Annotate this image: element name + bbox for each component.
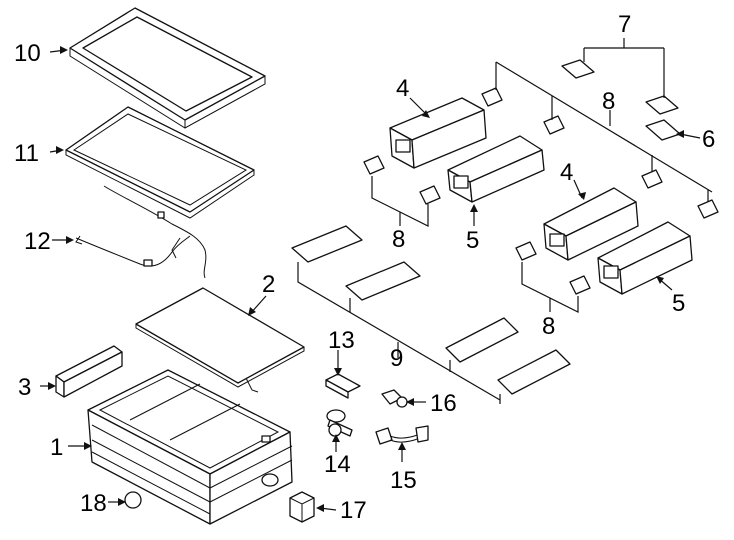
callout-16: 16	[430, 390, 457, 417]
part-2-cover-plate	[135, 287, 305, 393]
part-6-shim	[645, 119, 681, 141]
part-7-strips	[561, 59, 679, 115]
part-13-clip	[325, 373, 361, 399]
part-10-cover-frame	[69, 7, 266, 129]
callout-8-left: 8	[392, 226, 405, 253]
callout-12: 12	[24, 228, 51, 255]
part-18-plug	[124, 491, 142, 509]
part-16-small-connector	[381, 389, 408, 408]
callout-18: 18	[80, 490, 107, 517]
part-4-battery-module-upper	[389, 97, 487, 169]
callout-1: 1	[50, 434, 63, 461]
arrowheads	[48, 46, 684, 512]
callout-3: 3	[18, 374, 31, 401]
callout-11: 11	[14, 140, 39, 167]
callout-10: 10	[14, 40, 41, 67]
callout-17: 17	[340, 497, 367, 524]
part-14-sensor	[326, 409, 353, 437]
callout-5-lower: 5	[672, 290, 685, 317]
part-5-battery-module-lower	[597, 221, 693, 295]
callout-labels: 10 11 12 3 2 1 18 13 14 16 15 17 9 8 8 8…	[14, 11, 715, 524]
part-12-wiring-harness	[75, 185, 207, 279]
part-1-battery-tray	[87, 369, 293, 525]
callout-4-upper: 4	[396, 75, 409, 102]
part-9-sheets	[291, 225, 571, 395]
part-11-seal-gasket	[65, 106, 255, 219]
callout-4-lower: 4	[560, 159, 573, 186]
part-4-battery-module-lower	[543, 187, 639, 261]
callout-5-upper: 5	[466, 227, 479, 254]
part-3-bracket	[55, 345, 123, 398]
callout-14: 14	[324, 451, 351, 478]
callout-2: 2	[262, 271, 275, 298]
callout-9: 9	[390, 345, 403, 372]
callout-8-upper: 8	[602, 88, 615, 115]
part-15-jumper-cable	[375, 425, 429, 445]
part-8-pads	[363, 87, 719, 295]
callout-8-lower: 8	[542, 313, 555, 340]
part-5-battery-module-upper	[447, 135, 545, 203]
callout-6: 6	[702, 126, 715, 153]
callout-7: 7	[618, 11, 631, 38]
callout-13: 13	[328, 327, 355, 354]
part-17-connector	[289, 491, 315, 523]
callout-15: 15	[390, 467, 417, 494]
